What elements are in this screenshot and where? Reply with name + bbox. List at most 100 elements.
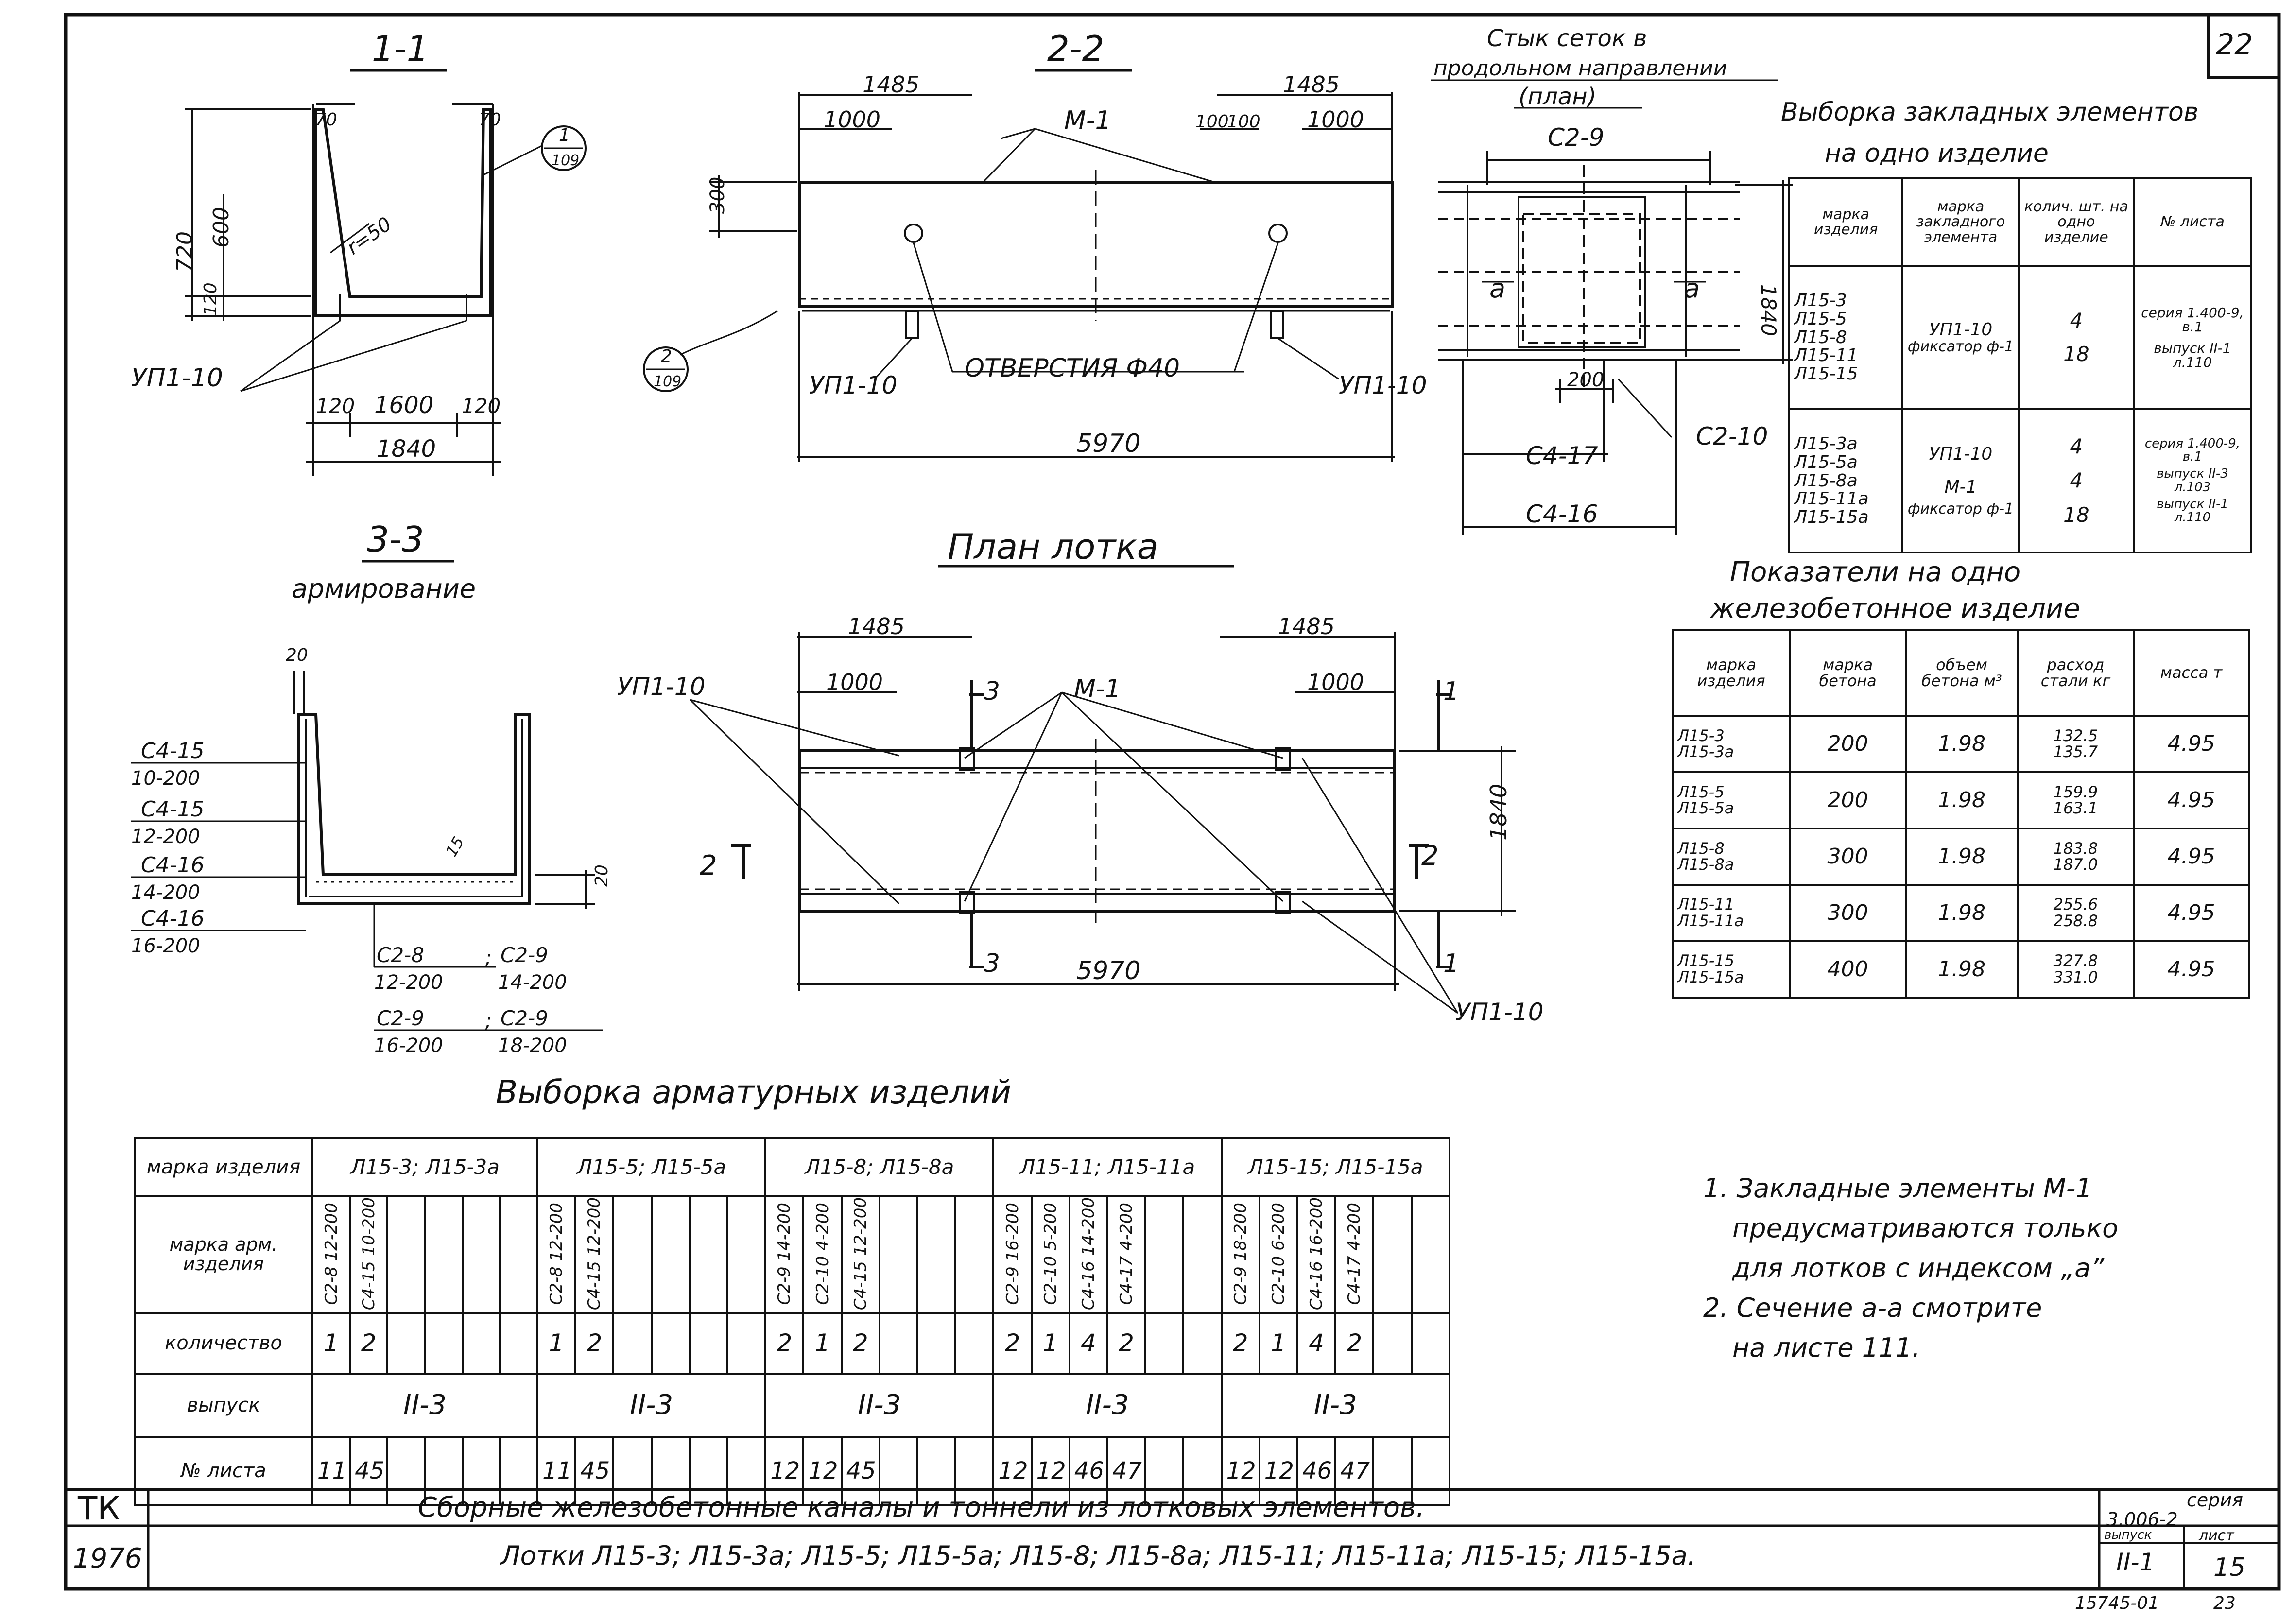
rebar-title: Выборка арматурных изделий [496,1073,1012,1111]
indicators-mass: 4.95 [2132,940,2250,999]
plan-dim-5970: 5970 [1076,956,1140,985]
s33-left-label-1-bottom: 10-200 [131,767,200,790]
steel: 255.6 [2053,895,2098,914]
rebar-sheet-empty [954,1435,995,1506]
indicators-volume: 1.98 [1905,940,2019,999]
mark: Л15-5 [1677,782,1725,801]
rebar-sheet-empty [499,1435,539,1506]
page-frame [64,13,2281,1591]
rebar-table: марка изделия Л15-3; Л15-3а Л15-5; Л15-5… [134,1137,1451,1506]
rebar-item-cell: С2-9 18-200 [1220,1195,1260,1314]
embedded-group1-sheets: серия 1.400-9, в.1 выпуск II-1 л.110 [2132,265,2253,410]
sheet-number: 22 [2216,28,2253,62]
indicators-volume: 1.98 [1905,715,2019,774]
dim-300: 300 [707,177,729,214]
indicators-concrete: 400 [1789,940,1907,999]
dim-20-top: 20 [286,645,308,665]
embedded-header-product: марка изделия [1788,177,1904,267]
embedded-g2-product: Л15-8а [1794,470,1858,491]
label-up1-10-s22-right: УП1-10 [1339,371,1427,399]
rebar-sheet: 12 [802,1435,843,1506]
embedded-group2-counts: 4 4 18 [2018,408,2135,553]
rebar-item: С2-10 5-200 [1040,1202,1060,1305]
dim-1485-right: 1485 [1283,71,1340,98]
rebar-item-cell [386,1195,426,1314]
rebar-count-empty [1410,1311,1451,1375]
plan-dim-1840: 1840 [1485,784,1512,841]
s33-bottom-label-2-top: С2-9 [501,943,548,967]
joint-title-1: Стык сеток в [1487,25,1647,52]
s33-bottom-label-2-bottom: 14-200 [498,971,567,994]
ref2-den: 109 [654,373,681,390]
title-block-line2: Лотки Л15-3; Л15-3а; Л15-5; Л15-5а; Л15-… [501,1540,1696,1571]
label-c4-16: С4-16 [1526,500,1598,528]
title-block-issue-label: выпуск [2104,1528,2152,1542]
section-2-2-title: 2-2 [1047,28,1105,69]
steel: 187.0 [2053,855,2098,874]
rebar-item: С4-17 4-200 [1345,1202,1364,1305]
rebar-product: Л15-15; Л15-15а [1220,1137,1451,1197]
embedded-group1-elements: УП1-10 фиксатор ф-1 [1901,265,2020,410]
cut-2-left: 2 [700,850,717,881]
title-block-line1: Сборные железобетонные каналы и тоннели … [418,1492,1425,1523]
dim-1840-joint: 1840 [1757,284,1780,336]
rebar-item: С2-10 4-200 [812,1202,832,1305]
mark-a-right: а [1684,273,1700,304]
rebar-count: 2 [1334,1311,1375,1375]
plan-dim-1000-left: 1000 [826,669,883,695]
embedded-g2-product: Л15-11а [1794,489,1869,509]
label-c2-9: С2-9 [1548,123,1605,152]
rebar-item-cell: С2-10 6-200 [1258,1195,1298,1314]
rebar-count-empty [688,1311,729,1375]
footer-code: 15745-01 [2075,1593,2159,1613]
embedded-g2-element: УП1-10 [1929,444,1993,464]
rebar-count: 2 [574,1311,615,1375]
s33-bottom-label-3-top: С2-9 [377,1006,424,1030]
rebar-item: С4-15 12-200 [585,1197,604,1311]
rebar-sheet: 47 [1334,1435,1375,1506]
rebar-sheet-empty [650,1435,691,1506]
title-block-sheet-label: лист [2199,1527,2234,1544]
label-up1-10-s11: УП1-10 [131,363,223,393]
rebar-item: С2-9 18-200 [1230,1202,1250,1305]
title-block-org: ТК [78,1490,121,1527]
steel: 327.8 [2053,951,2098,970]
embedded-g1-product: Л15-8 [1794,327,1847,347]
embedded-g1-product: Л15-11 [1794,345,1858,366]
s33-left-label-2-bottom: 12-200 [131,826,200,848]
rebar-item-cell [878,1195,919,1314]
rebar-issue: II-3 [1220,1372,1451,1438]
indicators-mass: 4.95 [2132,715,2250,774]
rebar-item-cell [1372,1195,1413,1314]
rebar-item-cell [726,1195,767,1314]
embedded-header-count: колич. шт. на одно изделие [2018,177,2135,267]
steel: 159.9 [2053,782,2098,801]
dim-600: 600 [209,207,234,248]
rebar-sheet-empty [1410,1435,1451,1506]
dim-120-bottom: 120 [201,282,221,316]
rebar-item-cell [916,1195,957,1314]
s33-left-label-2-top: С4-15 [141,797,205,822]
rebar-count: 2 [992,1311,1033,1375]
dim-100-b: 100 [1227,112,1260,132]
joint-title-3: (план) [1519,83,1596,110]
cut-3-bottom: 3 [984,949,1000,978]
rebar-sheet: 46 [1296,1435,1337,1506]
rebar-row-label: количество [134,1311,313,1375]
joint-plan-drawing [1431,79,1793,535]
rebar-sheet: 47 [1106,1435,1147,1506]
rebar-count: 4 [1068,1311,1108,1375]
rebar-issue: II-3 [992,1372,1223,1438]
rebar-item-cell: С4-17 4-200 [1106,1195,1147,1314]
rebar-row-label: № листа [134,1435,313,1506]
steel: 258.8 [2053,912,2098,931]
notes-block: 1. Закладные элементы М-1 предусматриваю… [1703,1169,2118,1368]
rebar-sheet-empty [386,1435,426,1506]
steel: 135.7 [2053,742,2098,761]
rebar-item-cell [688,1195,729,1314]
section-3-3-title: 3-3 [367,519,424,560]
